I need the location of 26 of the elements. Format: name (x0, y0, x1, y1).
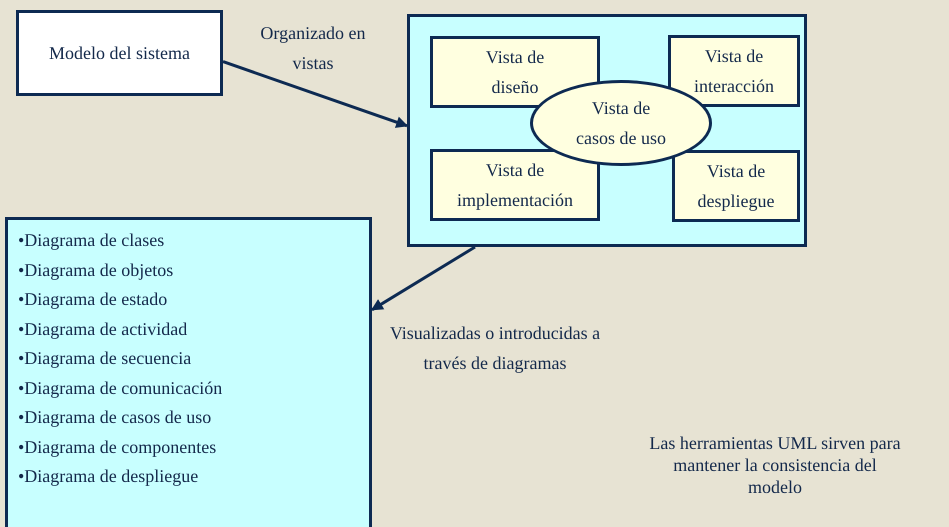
view-box (672, 150, 800, 222)
list-item: •Diagrama de componentes (18, 436, 216, 459)
list-item: •Diagrama de actividad (18, 318, 188, 341)
node-label: Modelo del sistema (49, 42, 190, 65)
edge-label: Organizado en vistas (259, 22, 367, 75)
note-text: Las herramientas UML sirven para mantener la consistencia del modelo (648, 432, 902, 498)
view-box (668, 35, 800, 107)
node-label: Vista de implementación (456, 159, 574, 212)
list-box (5, 217, 372, 527)
view-box (430, 149, 600, 221)
list-item: •Diagrama de despliegue (18, 465, 198, 488)
node-label: Vista de casos de uso (575, 97, 667, 150)
arrow (222, 60, 408, 128)
list-item: •Diagrama de casos de uso (18, 406, 212, 429)
arrow (370, 246, 476, 312)
node-label: Vista de diseño (484, 46, 546, 99)
container-box (407, 14, 807, 247)
list-item: •Diagrama de estado (18, 288, 168, 311)
list-item: •Diagrama de secuencia (18, 347, 192, 370)
node-label: Vista de interacción (693, 45, 775, 98)
node-label: Vista de despliegue (696, 160, 776, 213)
list-item: •Diagrama de comunicación (18, 376, 222, 400)
list-item: •Diagrama de clases (18, 229, 164, 252)
edge-label: Visualizadas o introducidas a través de diagramas (388, 322, 602, 375)
list-item: •Diagrama de objetos (18, 258, 174, 282)
process-box (16, 10, 223, 96)
